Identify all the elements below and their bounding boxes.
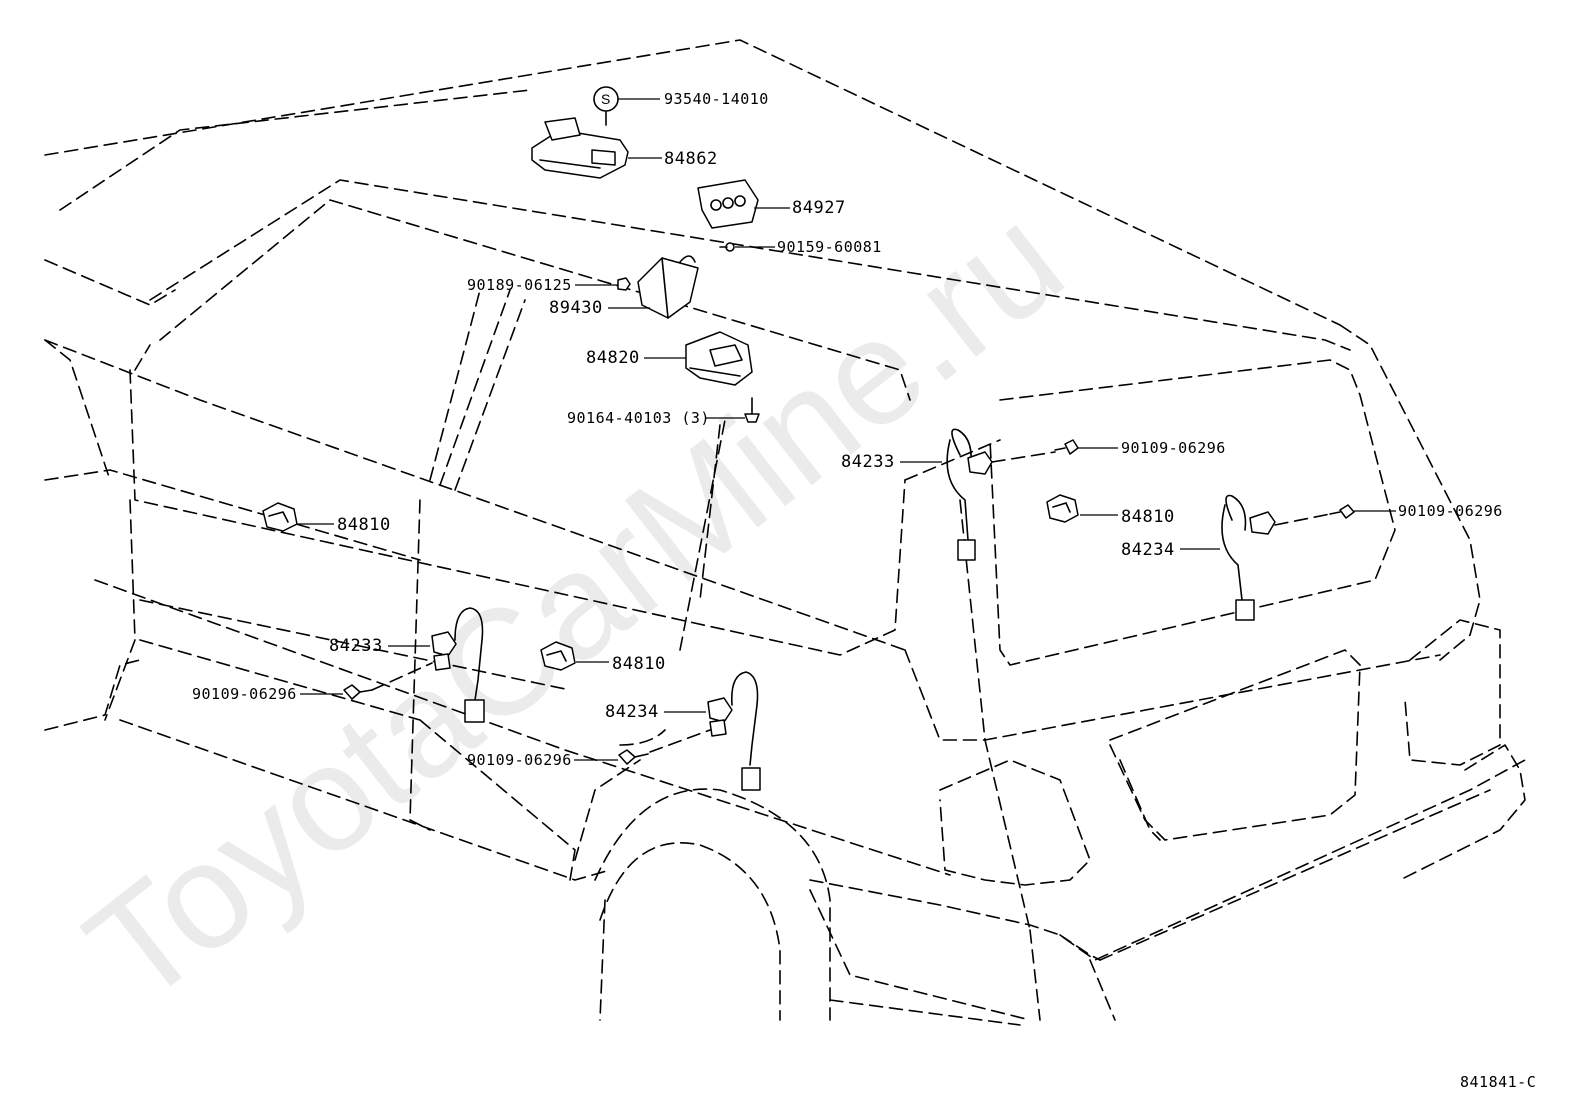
part-label-84234-right: 84234 [1121, 540, 1175, 560]
part-label-90109-06296-d: 90109-06296 [467, 751, 572, 769]
part-90109-06296-d[interactable]: 90109-06296 [467, 749, 649, 769]
part-label-90109-06296-b: 90109-06296 [1398, 502, 1503, 520]
part-label-84862: 84862 [664, 149, 718, 169]
part-84927[interactable]: 84927 [697, 179, 846, 229]
part-label-90189-06125: 90189-06125 [467, 276, 572, 294]
door-switch-harness-icon [1221, 494, 1276, 621]
part-84233-right[interactable]: 84233 [841, 428, 1056, 561]
switch-icon [262, 502, 298, 532]
part-84233-left[interactable]: 84233 [329, 607, 485, 723]
part-label-84233-right: 84233 [841, 452, 895, 472]
part-label-84810-mid: 84810 [612, 654, 666, 674]
part-84810-mid[interactable]: 84810 [540, 641, 666, 674]
switch-icon [540, 641, 576, 671]
bolt-icon [618, 749, 649, 765]
bolt-icon [1054, 439, 1079, 455]
bolt-icon [1329, 504, 1355, 519]
part-label-84810-right: 84810 [1121, 507, 1175, 527]
nut-icon [617, 277, 631, 291]
part-84862[interactable]: 84862 [531, 117, 718, 179]
door-switch-harness-icon [946, 428, 993, 561]
door-switch-harness-icon [431, 607, 485, 723]
part-label-89430: 89430 [549, 298, 603, 318]
part-84234-left[interactable]: 84234 [605, 671, 761, 791]
bolt-icon [343, 684, 373, 700]
part-label-84234-left: 84234 [605, 702, 659, 722]
part-label-84810-left: 84810 [337, 515, 391, 535]
part-label-84820: 84820 [586, 348, 640, 368]
switch-icon [1046, 494, 1079, 523]
door-switch-harness-icon [707, 671, 761, 791]
part-label-84233-left: 84233 [329, 636, 383, 656]
part-90164-40103[interactable]: 90164-40103 (3) [567, 397, 760, 601]
vehicle-outline [44, 39, 1526, 1026]
switch-assembly-icon [685, 331, 753, 386]
relay-block-icon [531, 117, 629, 179]
part-90189-06125[interactable]: 90189-06125 [467, 276, 631, 294]
part-84820[interactable]: 84820 [586, 331, 753, 386]
part-84234-right[interactable]: 84234 [1121, 494, 1276, 621]
sensor-box-icon [637, 255, 699, 319]
part-90109-06296-c[interactable]: 90109-06296 [192, 684, 373, 703]
part-label-90109-06296-c: 90109-06296 [192, 685, 297, 703]
figure-code: 841841-C [1460, 1073, 1536, 1091]
part-label-90159-60081: 90159-60081 [777, 238, 882, 256]
screw-icon [744, 397, 760, 423]
part-label-90109-06296-a: 90109-06296 [1121, 439, 1226, 457]
part-90159-60081[interactable]: 90159-60081 [719, 238, 882, 256]
part-90109-06296-a[interactable]: 90109-06296 [1054, 439, 1226, 457]
part-90109-06296-b[interactable]: 90109-06296 [1274, 502, 1503, 526]
part-84810-right[interactable]: 84810 [1046, 494, 1175, 527]
part-84810-left[interactable]: 84810 [262, 502, 391, 535]
s-symbol: S [601, 91, 610, 107]
part-label-93540-14010: 93540-14010 [664, 90, 769, 108]
screw-icon [719, 242, 735, 252]
part-label-84927: 84927 [792, 198, 846, 218]
part-93540-14010[interactable]: S 93540-14010 [593, 86, 769, 126]
part-89430[interactable]: 89430 [549, 255, 699, 319]
part-label-90164-40103: 90164-40103 (3) [567, 409, 710, 427]
switch-panel-icon [697, 179, 759, 229]
